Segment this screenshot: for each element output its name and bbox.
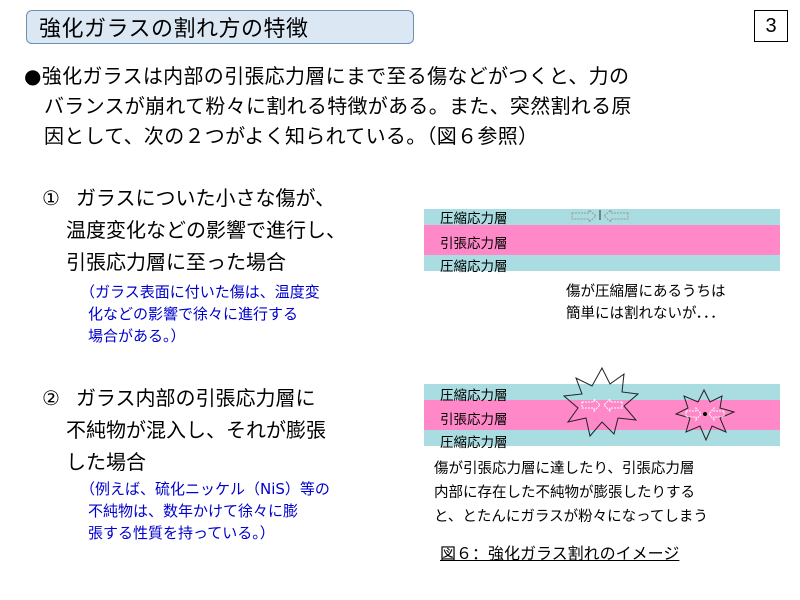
case1-note-line-3: 場合がある。） [88, 327, 186, 345]
figure2-layer-label-bottom: 圧縮応力層 [440, 435, 508, 451]
case2-marker: ② [42, 386, 60, 410]
figure1-compression-layer-top [424, 209, 780, 225]
figure2-caption-line-1: 傷が引張応力層に達したり、引張応力層 [434, 461, 695, 477]
slide-title: 強化ガラスの割れ方の特徴 [39, 17, 309, 42]
case2-line-3: した場合 [66, 450, 146, 474]
figure1-caption-line-2: 簡単には割れないが．．． [566, 306, 725, 322]
figure1-tension-layer [424, 225, 780, 255]
figure1-layer-label-top: 圧縮応力層 [440, 211, 508, 227]
case1-note-line-1: （ガラス表面に付いた傷は、温度変 [80, 283, 320, 301]
case2-note-line-1: （例えば、硫化ニッケル（NiS）等の [80, 480, 330, 498]
crack-burst-icon [562, 366, 640, 438]
figure1-layer-label-bottom: 圧縮応力層 [440, 259, 508, 275]
intro-line-1: ●強化ガラスは内部の引張応力層にまで至る傷などがつくと、力の [24, 64, 630, 88]
case2-line-2: 不純物が混入し、それが膨張 [66, 418, 326, 442]
figure2-compression-layer-top [424, 384, 780, 400]
intro-line-3: 因として、次の２つがよく知られている。（図６参照） [44, 124, 539, 148]
page-number: 3 [754, 10, 788, 42]
figure2-layer-label-middle: 引張応力層 [440, 412, 508, 428]
bullet-icon: ● [24, 64, 42, 88]
impurity-burst-icon [674, 388, 736, 442]
intro-line-2: バランスが崩れて粉々に割れる特徴がある。また、突然割れる原 [44, 94, 632, 118]
case1-line-3: 引張応力層に至った場合 [66, 250, 286, 274]
figure2-compression-layer-bottom [424, 430, 780, 446]
impurity-arrows-icon [685, 406, 725, 422]
figure1-layer-label-middle: 引張応力層 [440, 236, 508, 252]
case1-line-2: 温度変化などの影響で進行し、 [66, 218, 346, 242]
case1-marker: ① [42, 186, 60, 210]
case2-note-line-3: 張する性質を持っている。） [88, 524, 275, 542]
case2-note-line-2: 不純物は、数年かけて徐々に膨 [88, 502, 299, 520]
case1-note-line-2: 化などの影響で徐々に進行する [88, 305, 299, 323]
title-box: 強化ガラスの割れ方の特徴 [26, 10, 414, 44]
crack-arrows-icon [581, 397, 623, 413]
figure-caption: 図６：強化ガラス割れのイメージ [440, 544, 680, 563]
figure1-compression-layer-bottom [424, 255, 780, 271]
impurity-dot-icon [703, 412, 707, 416]
figure2-caption-line-2: 内部に存在した不純物が膨張したりする [434, 485, 695, 501]
figure1-glass-diagram [424, 208, 780, 271]
figure2-layer-label-top: 圧縮応力層 [440, 388, 508, 404]
figure2-glass-diagram [424, 366, 780, 446]
scratch-arrows-icon [571, 208, 629, 224]
figure1-caption-line-1: 傷が圧縮層にあるうちは [566, 284, 726, 300]
figure2-caption-line-3: と、とたんにガラスが粉々になってしまう [434, 509, 708, 525]
